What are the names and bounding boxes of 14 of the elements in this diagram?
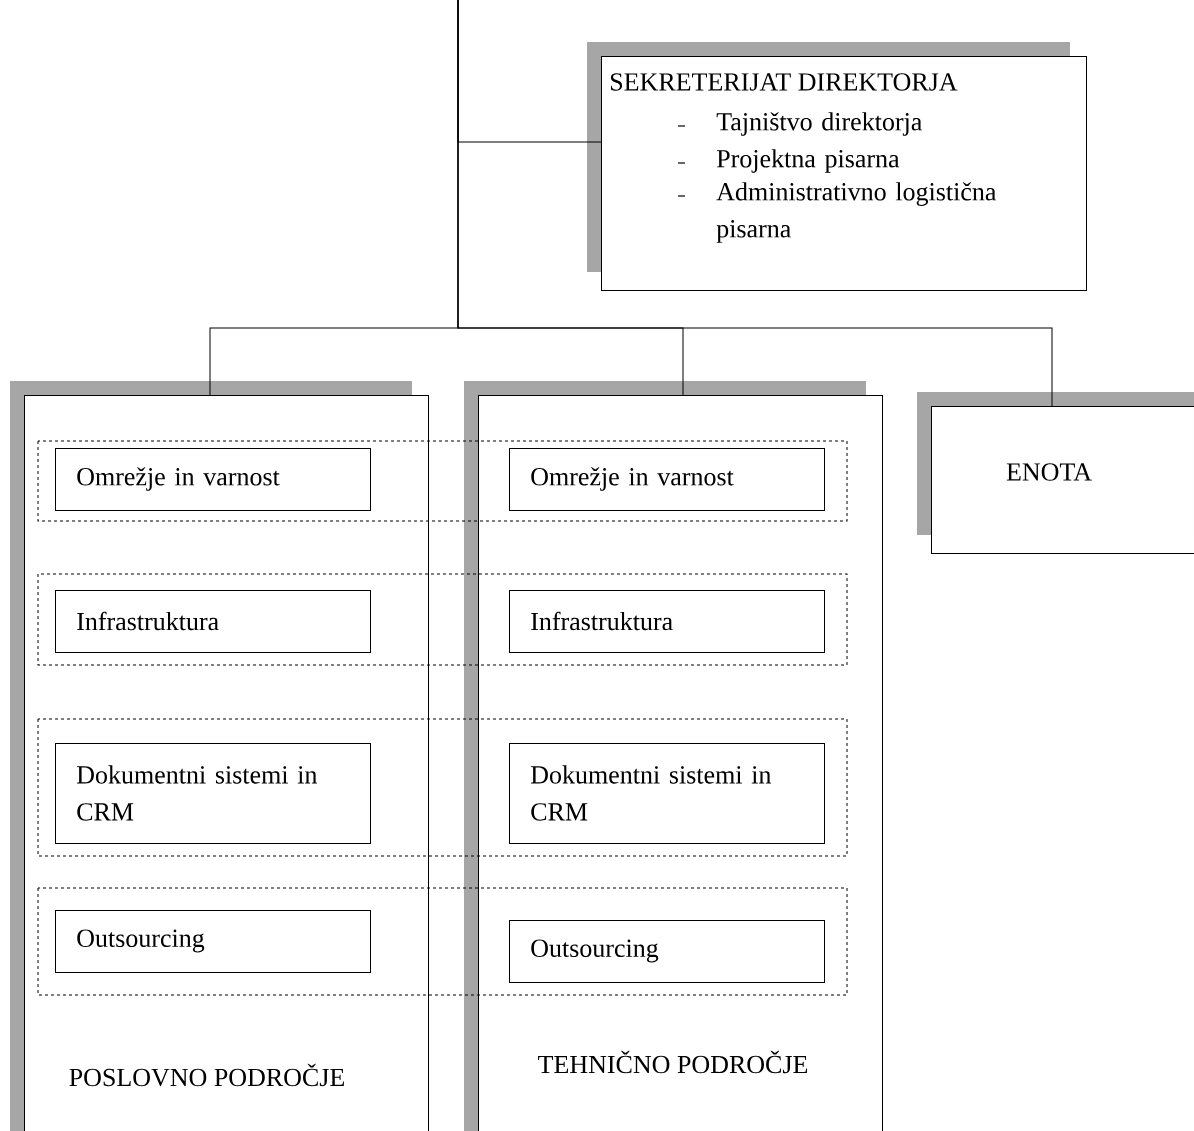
section-box: Omrežje in varnost — [509, 448, 825, 511]
secretariat-box: SEKRETERIJAT DIREKTORJA Tajništvo direktorja Projektna pisarna Administrativno logistična pisarna — [587, 42, 1087, 291]
node-label: TEHNIČNO PODROČJE — [538, 1050, 808, 1074]
section-box: Dokumentni sistemi in CRM — [509, 743, 825, 844]
node-label: POSLOVNO PODROČJE — [69, 1063, 344, 1087]
node-label: ENOTA — [1006, 463, 1092, 481]
section-box: Omrežje in varnost — [55, 448, 371, 511]
section-box: Outsourcing — [509, 920, 825, 983]
connector-line — [457, 0, 1053, 407]
section-box: Infrastruktura — [55, 590, 371, 653]
section-box: Dokumentni sistemi in CRM — [55, 743, 371, 844]
unit-box: ENOTA — [917, 392, 1194, 554]
section-box: Infrastruktura — [509, 590, 825, 653]
section-box: Outsourcing — [55, 910, 371, 973]
